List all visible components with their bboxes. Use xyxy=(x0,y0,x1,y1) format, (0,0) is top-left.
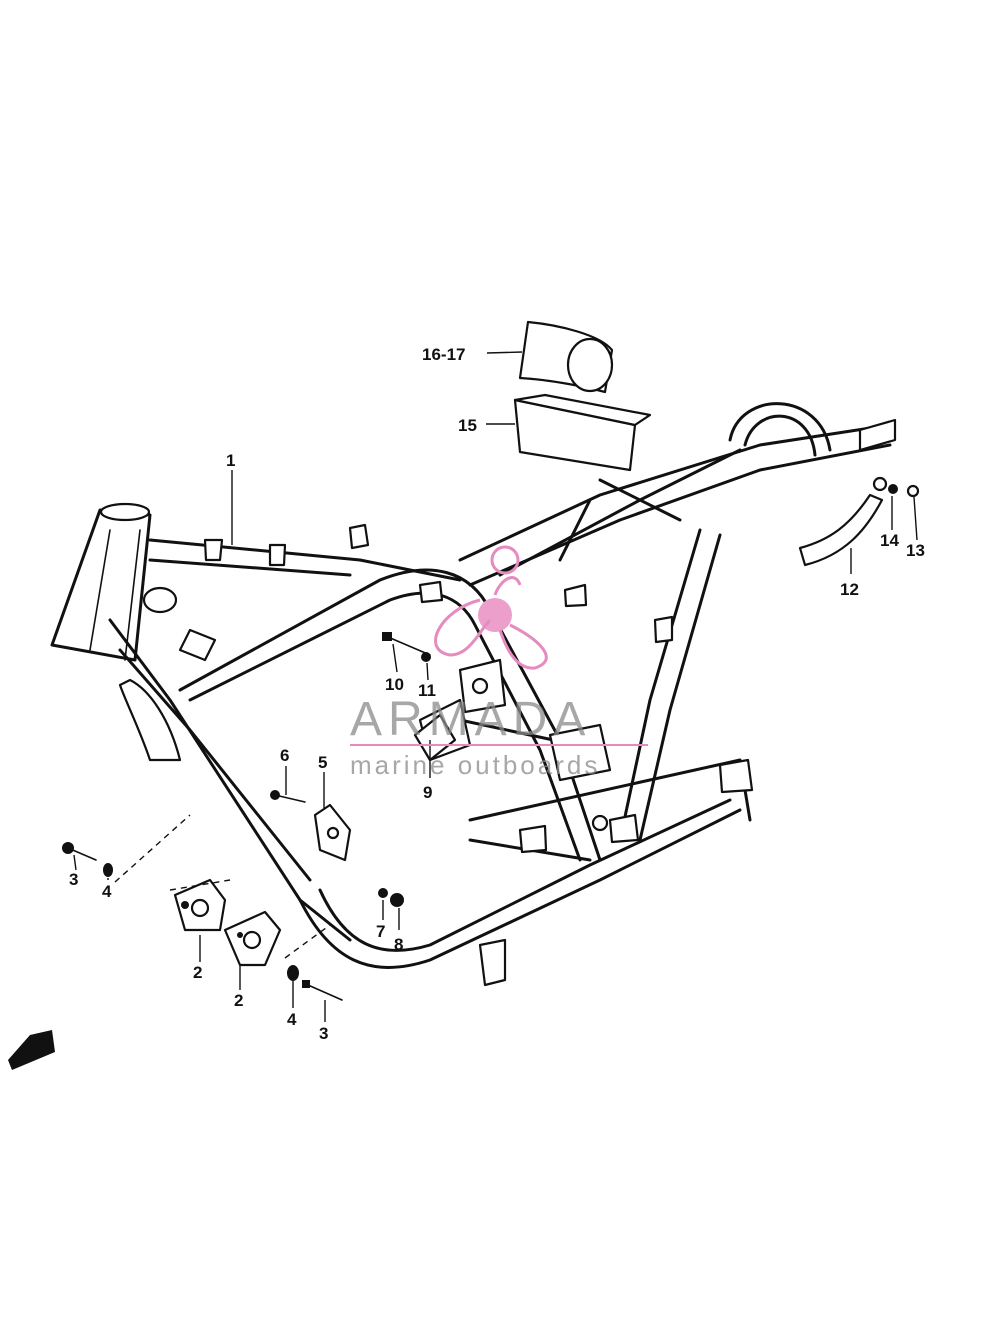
callout-7: 7 xyxy=(376,922,385,941)
callout-15: 15 xyxy=(458,416,477,435)
part-6-bolt xyxy=(270,790,306,803)
part-7-8-nut-washer xyxy=(378,888,404,907)
watermark-title: ARMADA xyxy=(350,693,591,746)
part-2-engine-bracket-upper xyxy=(173,878,227,932)
callout-6: 6 xyxy=(280,746,289,765)
callout-14: 14 xyxy=(880,531,899,550)
callout-4-left: 4 xyxy=(102,882,112,901)
part-4-nut-left xyxy=(103,863,113,877)
callout-1: 1 xyxy=(226,451,235,470)
callout-8: 8 xyxy=(394,935,403,954)
callout-9: 9 xyxy=(423,783,432,802)
callout-12: 12 xyxy=(840,580,859,599)
part-3-bolt-right xyxy=(302,980,343,1001)
watermark: ARMADA marine outboards xyxy=(350,545,648,780)
callout-11: 11 xyxy=(418,681,436,700)
callout-3-left: 3 xyxy=(69,870,78,889)
part-12-clamp xyxy=(798,476,888,567)
part-10-bolt xyxy=(382,632,431,656)
callout-5: 5 xyxy=(318,753,327,772)
motorcycle-frame xyxy=(50,402,897,987)
armada-logo-icon xyxy=(434,545,548,670)
part-4-nut-right xyxy=(287,965,299,981)
callout-2-lower: 2 xyxy=(234,991,243,1010)
callout-4-right: 4 xyxy=(287,1010,297,1029)
part-16-17-cover xyxy=(518,320,614,394)
front-direction-arrow-icon xyxy=(8,1030,55,1070)
part-15-battery-box xyxy=(513,393,652,472)
part-2-engine-bracket-lower xyxy=(223,910,282,967)
callout-13: 13 xyxy=(906,541,925,560)
part-3-bolt-left xyxy=(62,842,97,861)
part-9-plate xyxy=(413,713,457,762)
leader-lines xyxy=(73,351,918,1022)
callout-3-right: 3 xyxy=(319,1024,328,1043)
callout-16-17: 16-17 xyxy=(422,345,465,364)
part-11-nut xyxy=(421,652,431,662)
part-5-bracket xyxy=(313,803,352,862)
part-13-14-nut-washer xyxy=(888,484,920,498)
callout-2-upper: 2 xyxy=(193,963,202,982)
watermark-subtitle: marine outboards xyxy=(350,750,600,780)
callout-10: 10 xyxy=(385,675,404,694)
callout-labels: 1 16-17 15 12 13 14 10 11 6 5 7 8 9 3 4 … xyxy=(69,345,925,1043)
